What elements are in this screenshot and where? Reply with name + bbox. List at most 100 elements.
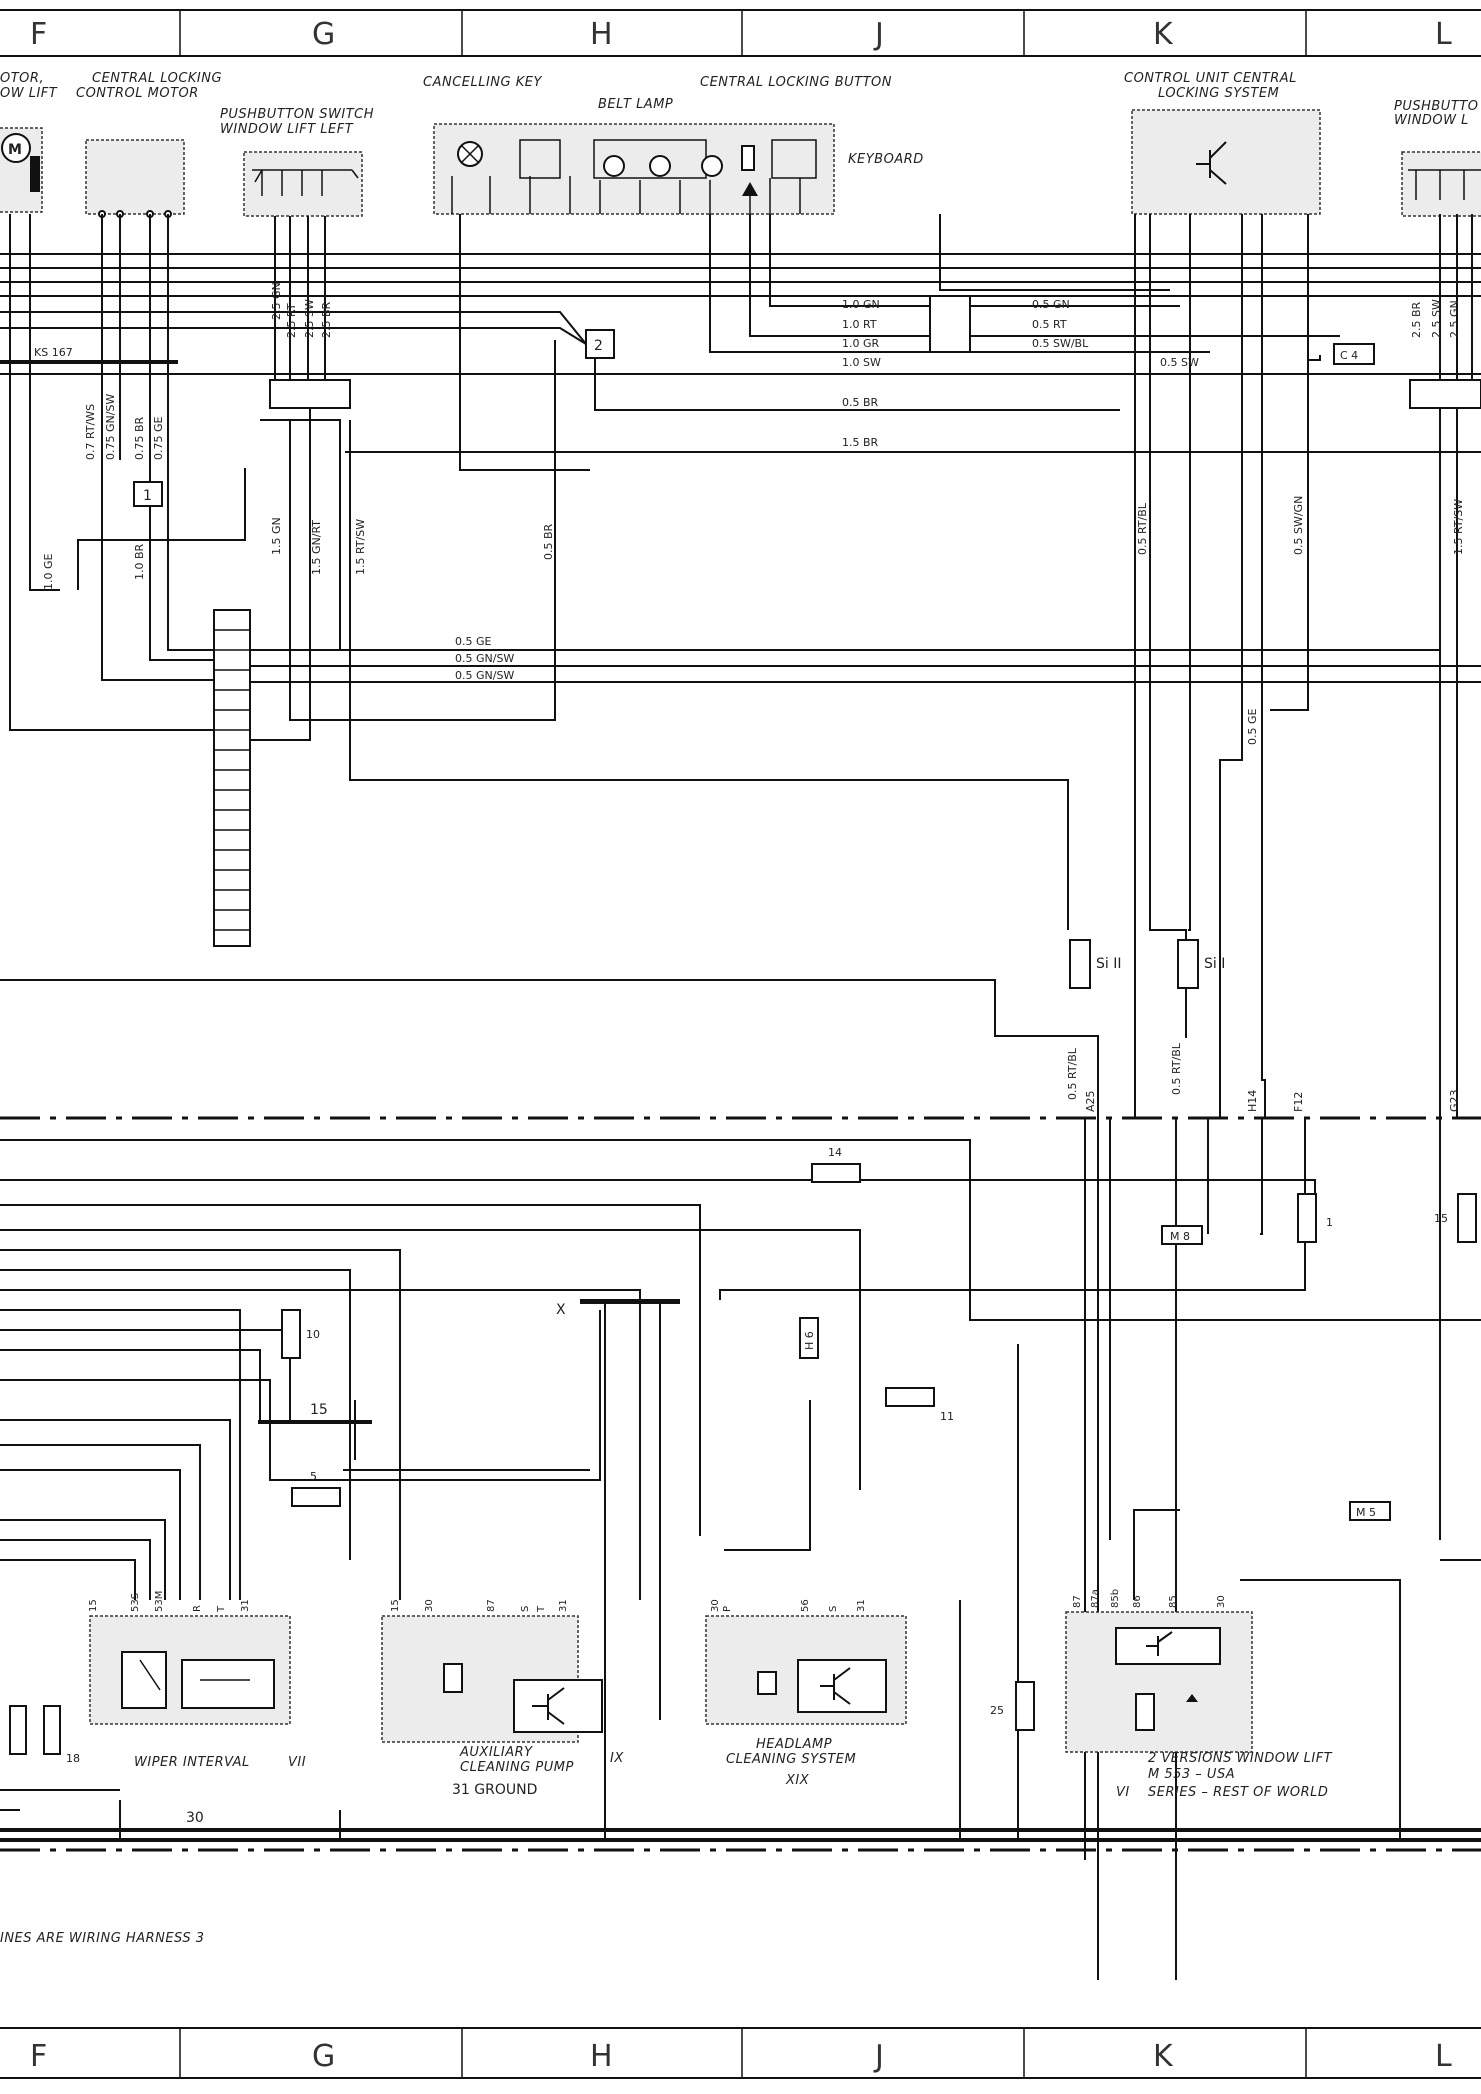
footnote: INES ARE WIRING HARNESS 3 [0,1931,205,1946]
wire-label: 0.5 SW [1160,356,1199,369]
svg-text:14: 14 [828,1146,842,1159]
wire-label: 0.7 RT/WS [84,404,97,460]
svg-text:5: 5 [310,1470,317,1483]
wire-label: 0.5 SW/GN [1292,496,1305,555]
window-lift-relay-module: 87 87a 85b 86 85 30 [1065,1589,1253,1753]
c4-label: C 4 [1340,349,1358,362]
pin-label: A25 [1084,1090,1097,1112]
pin-label: H14 [1246,1090,1259,1112]
wire-label: 1.5 RT/SW [354,519,367,575]
svg-text:15: 15 [88,1599,99,1612]
wire-label: 0.5 RT/BL [1136,502,1149,555]
central-locking-motor [85,139,185,218]
cancelling-key-label: CANCELLING KEY [423,75,542,90]
wire-label: 1.0 BR [133,543,146,580]
keyboard-unit [433,123,835,215]
svg-text:15: 15 [1434,1212,1448,1225]
motor-label: OTOR,OW LIFT [0,71,58,101]
central-locking-motor-label: CENTRAL LOCKING [92,71,222,86]
fuse-1: 1 [1297,1193,1333,1243]
central-locking-motor-label-2: CONTROL MOTOR [76,86,199,101]
fuse-10: 10 [281,1309,320,1359]
fuse-11: 11 [885,1387,954,1423]
column-label: G [312,2039,335,2074]
wire-label: 1.5 GN [270,517,283,555]
pin-label: F12 [1292,1092,1305,1112]
wire-label: 0.75 GE [152,416,165,460]
fuse-5: 5 [291,1470,341,1507]
upper-harness-wiring [0,214,1481,1980]
wire-label: 0.5 GN/SW [455,669,514,682]
headlamp-roman: XIX [785,1773,810,1788]
column-label: K [1153,2039,1174,2074]
svg-text:11: 11 [940,1410,954,1423]
pin-label: G23 [1448,1089,1461,1112]
wire-label: 1.5 GN/RT [310,520,323,575]
svg-text:S: S [520,1606,531,1612]
svg-text:T: T [216,1605,227,1613]
svg-text:M 8: M 8 [1170,1230,1190,1243]
svg-text:87: 87 [486,1599,497,1612]
box-2 [585,329,615,359]
svg-text:31: 31 [240,1599,251,1612]
wire-label: 2.5 GN [270,282,283,320]
svg-text:53M: 53M [154,1591,165,1612]
bus-30-label: 30 [186,1810,204,1826]
svg-text:P: P [722,1606,733,1612]
wire-label: 2.5 SW [303,299,316,338]
wire-label: 0.5 RT/BL [1066,1047,1079,1100]
connector-block-left [269,379,351,409]
wire-label: 0.5 BR [542,523,555,560]
wire-label: 0.5 BR [842,396,879,409]
svg-text:R: R [192,1605,203,1612]
column-label: F [30,17,47,52]
wire-label: 1.0 RT [842,318,877,331]
wire-label: 1.0 GN [842,298,880,311]
fuse-si1: Si I [1177,939,1225,989]
fuse-14: 14 [811,1146,861,1183]
fuse-25: 25 [990,1681,1035,1731]
wire-label: 0.5 GN [1032,298,1070,311]
control-unit-central-locking [1131,109,1321,215]
aux-pump-roman: IX [610,1751,624,1766]
fuse-si2: Si II [1069,939,1121,989]
bus-15-label: 15 [310,1402,328,1418]
column-label: J [873,17,884,52]
connector-stack [213,609,251,947]
window-versions-label-3: SERIES – REST OF WORLD [1148,1785,1328,1800]
svg-text:31: 31 [856,1599,867,1612]
svg-text:25: 25 [990,1704,1004,1717]
svg-text:85b: 85b [1110,1589,1121,1608]
wire-label: 1.0 SW [842,356,881,369]
wire-label: 2.5 BR [1410,301,1423,338]
central-locking-button-label: CENTRAL LOCKING BUTTON [700,75,892,90]
vertical-wire-labels: 2.5 GN 2.5 RT 2.5 SW 2.5 BR 1.5 GN 1.5 G… [42,282,1465,1100]
svg-text:15: 15 [390,1599,401,1612]
motor-window-lift: M [0,127,43,213]
wire-label: 2.5 RT [285,303,298,338]
aux-cleaning-pump-module: 15 30 87 S T 31 [381,1599,603,1743]
wiper-interval-module: 15 53S 53M R T 31 [88,1591,291,1725]
ks-connector-label: KS 167 [34,346,73,359]
wire-label: 0.5 GE [455,635,492,648]
column-label: H [590,2039,613,2074]
svg-text:86: 86 [1132,1595,1143,1608]
wire-label: 0.75 GN/SW [104,394,117,460]
m8-connector: M 8 [1161,1225,1203,1245]
svg-text:18: 18 [66,1752,80,1765]
box-1-label: 1 [143,488,152,504]
fuse-15: 15 [1434,1193,1477,1243]
svg-text:T: T [536,1605,547,1613]
column-label: J [873,2039,884,2074]
c4-connector [1333,343,1375,365]
svg-text:30: 30 [424,1599,435,1612]
svg-text:M 5: M 5 [1356,1506,1376,1519]
svg-text:S: S [828,1606,839,1612]
bus-x-label: X [556,1302,566,1318]
window-versions-label-2: M 553 – USA [1148,1767,1235,1782]
wire-label: 1.0 GR [842,337,880,350]
